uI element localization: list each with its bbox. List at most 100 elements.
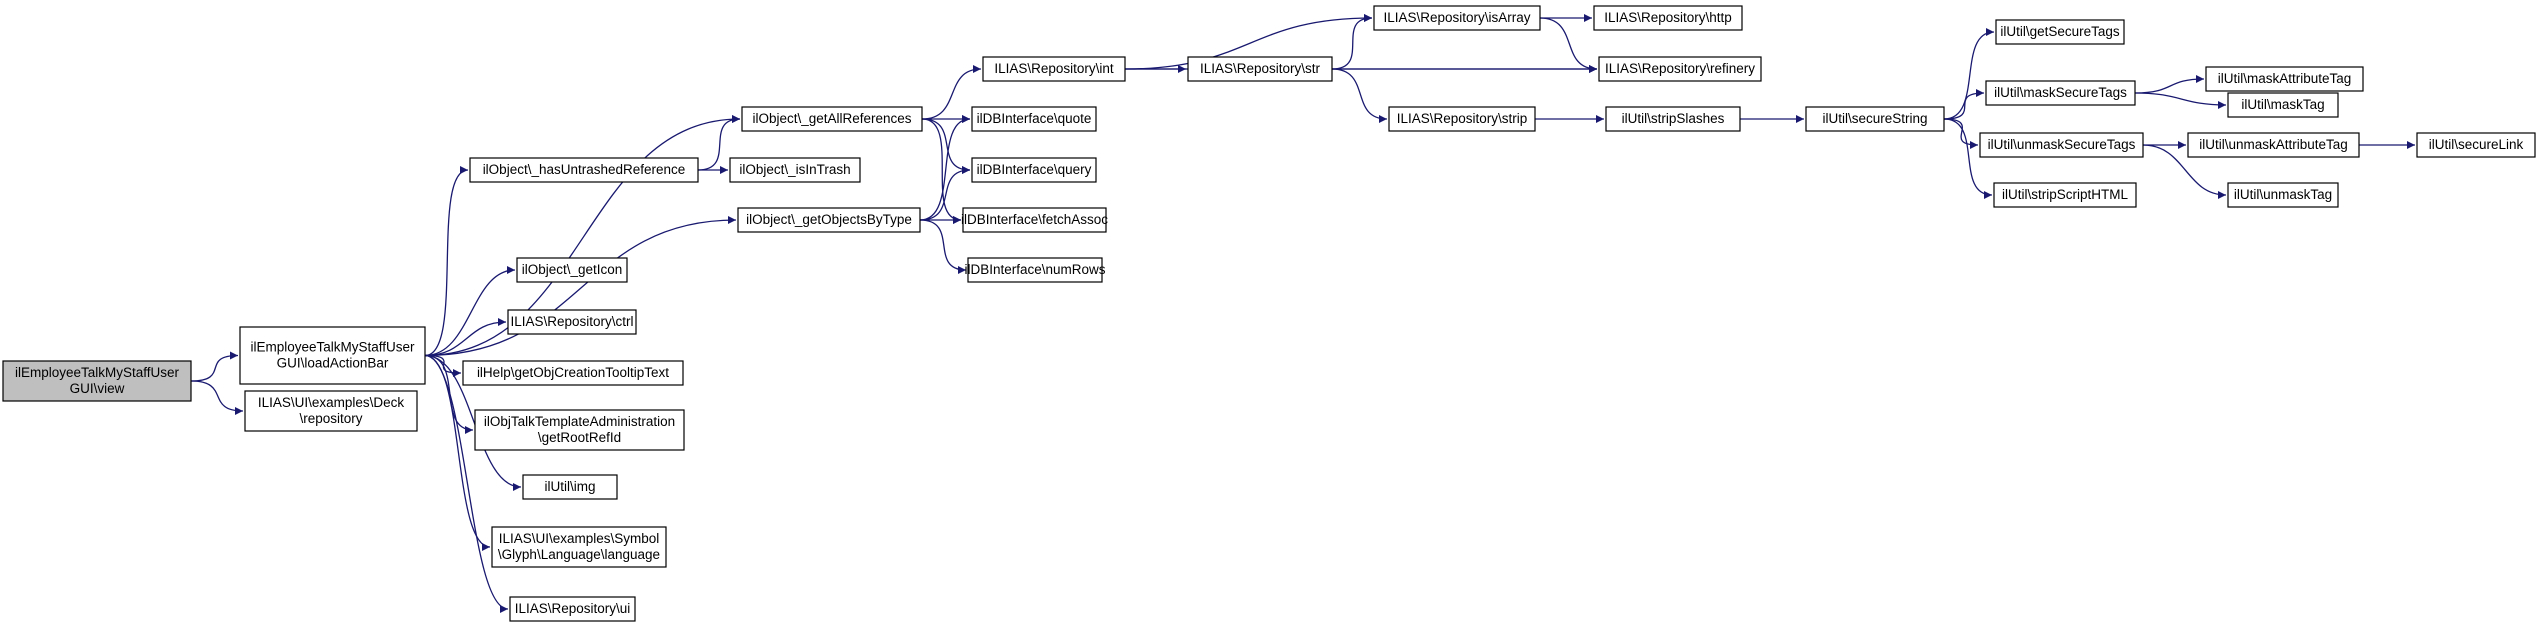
node-label: ilObject\_hasUntrashedReference xyxy=(483,162,686,177)
edge-n1-to-n7 xyxy=(424,318,507,357)
node-label: ilUtil\maskTag xyxy=(2241,97,2324,112)
node-label: ILIAS\Repository\strip xyxy=(1397,111,1528,126)
node-box xyxy=(971,106,1097,132)
node-label: ilObject\_isInTrash xyxy=(739,162,850,177)
graph-node[interactable]: ilObject\_hasUntrashedReference xyxy=(469,157,699,183)
graph-node[interactable]: ilEmployeeTalkMyStaffUserGUI\loadActionB… xyxy=(239,326,426,385)
node-box xyxy=(737,207,921,233)
edge-n5-to-n14 xyxy=(919,115,971,221)
node-label: ILIAS\UI\examples\Deck xyxy=(258,395,405,410)
node-label: ilEmployeeTalkMyStaffUser xyxy=(15,365,180,380)
graph-node[interactable]: ilUtil\stripSlashes xyxy=(1605,106,1741,132)
graph-node[interactable]: ilObjTalkTemplateAdministration\getRootR… xyxy=(474,409,685,451)
node-box xyxy=(971,157,1097,183)
graph-node[interactable]: ILIAS\Repository\int xyxy=(982,56,1126,82)
graph-node[interactable]: ilHelp\getObjCreationTooltipText xyxy=(462,360,684,386)
graph-node[interactable]: ILIAS\Repository\strip xyxy=(1388,106,1536,132)
node-label: ilUtil\unmaskAttributeTag xyxy=(2199,137,2348,152)
node-label: ilObject\_getIcon xyxy=(522,262,623,277)
graph-node[interactable]: ilObject\_isInTrash xyxy=(729,157,861,183)
graph-node[interactable]: ILIAS\Repository\ui xyxy=(509,596,636,622)
graph-node[interactable]: ilUtil\unmaskAttributeTag xyxy=(2187,132,2360,158)
edge-n13-to-n19 xyxy=(1124,14,1373,70)
node-box xyxy=(1985,80,2136,106)
node-box xyxy=(982,56,1126,82)
node-label: \Glyph\Language\language xyxy=(498,547,660,562)
graph-node[interactable]: ilUtil\maskSecureTags xyxy=(1985,80,2136,106)
graph-node[interactable]: ilUtil\unmaskSecureTags xyxy=(1979,132,2144,158)
edge-n1-to-n12 xyxy=(424,354,509,613)
node-box xyxy=(1593,5,1743,31)
node-label: ilUtil\maskSecureTags xyxy=(1994,85,2127,100)
node-box xyxy=(244,390,418,432)
node-label: ILIAS\Repository\http xyxy=(1604,10,1732,25)
node-box xyxy=(967,257,1103,283)
graph-node[interactable]: ILIAS\Repository\http xyxy=(1593,5,1743,31)
node-box xyxy=(2205,66,2364,92)
edge-n0-to-n1 xyxy=(190,351,239,382)
node-label: ilUtil\unmaskSecureTags xyxy=(1988,137,2136,152)
node-box xyxy=(239,326,426,385)
graph-node[interactable]: ilObject\_getAllReferences xyxy=(741,106,923,132)
node-box xyxy=(1805,106,1945,132)
node-box xyxy=(474,409,685,451)
node-label: ilObject\_getObjectsByType xyxy=(746,212,912,227)
node-label: ILIAS\Repository\isArray xyxy=(1383,10,1530,25)
node-label: ILIAS\Repository\ui xyxy=(515,601,631,616)
graph-node[interactable]: ILIAS\Repository\refinery xyxy=(1598,56,1762,82)
edge-n5-to-n15 xyxy=(919,166,971,221)
node-box xyxy=(741,106,923,132)
node-label: ilEmployeeTalkMyStaffUser xyxy=(250,340,415,355)
edge-n27-to-n30 xyxy=(2134,75,2205,94)
node-box xyxy=(1598,56,1762,82)
edge-n27-to-n31 xyxy=(2134,92,2227,109)
node-label: ilUtil\getSecureTags xyxy=(2000,24,2120,39)
graph-node[interactable]: ilDBInterface\fetchAssoc xyxy=(961,207,1108,233)
edge-n3-to-n16 xyxy=(921,118,962,224)
edge-n1-to-n5 xyxy=(424,216,737,357)
graph-node[interactable]: ilUtil\img xyxy=(522,474,618,500)
node-box xyxy=(2227,182,2339,208)
graph-node[interactable]: ilUtil\stripScriptHTML xyxy=(1993,182,2137,208)
graph-node[interactable]: ilObject\_getIcon xyxy=(516,257,628,283)
node-box xyxy=(469,157,699,183)
node-label: ilObjTalkTemplateAdministration xyxy=(484,414,675,429)
edge-n3-to-n13 xyxy=(921,65,982,120)
graph-node[interactable]: ilDBInterface\numRows xyxy=(964,257,1106,283)
node-box xyxy=(1993,182,2137,208)
node-box xyxy=(2187,132,2360,158)
edge-n5-to-n18 xyxy=(919,219,967,274)
node-label: ilHelp\getObjCreationTooltipText xyxy=(477,365,669,380)
node-label: ILIAS\UI\examples\Symbol xyxy=(499,531,660,546)
graph-node[interactable]: ILIAS\Repository\str xyxy=(1187,56,1333,82)
node-box xyxy=(491,526,667,568)
nodes-layer: ilEmployeeTalkMyStaffUserGUI\viewilEmplo… xyxy=(2,5,2536,622)
graph-node[interactable]: ilObject\_getObjectsByType xyxy=(737,207,921,233)
edges-layer xyxy=(190,14,2415,613)
graph-node[interactable]: ILIAS\Repository\ctrl xyxy=(507,309,637,335)
graph-node[interactable]: ilUtil\getSecureTags xyxy=(1995,19,2125,45)
graph-node[interactable]: ilUtil\secureLink xyxy=(2416,132,2536,158)
graph-node[interactable]: ILIAS\UI\examples\Symbol\Glyph\Language\… xyxy=(491,526,667,568)
graph-node[interactable]: ilUtil\unmaskTag xyxy=(2227,182,2339,208)
graph-node[interactable]: ilUtil\maskAttributeTag xyxy=(2205,66,2364,92)
node-label: ilUtil\secureString xyxy=(1822,111,1927,126)
node-box xyxy=(1373,5,1541,31)
edge-n25-to-n29 xyxy=(1943,118,1993,199)
edge-n25-to-n28 xyxy=(1943,118,1979,149)
node-box xyxy=(462,360,684,386)
node-label: ilUtil\stripSlashes xyxy=(1622,111,1725,126)
edge-n25-to-n26 xyxy=(1943,28,1995,120)
graph-node[interactable]: ilDBInterface\quote xyxy=(971,106,1097,132)
graph-node[interactable]: ilUtil\maskTag xyxy=(2227,92,2339,118)
node-label: ilDBInterface\quote xyxy=(977,111,1092,126)
graph-node[interactable]: ilUtil\secureString xyxy=(1805,106,1945,132)
graph-node[interactable]: ILIAS\UI\examples\Deck\repository xyxy=(244,390,418,432)
graph-node[interactable]: ILIAS\Repository\isArray xyxy=(1373,5,1541,31)
edge-n1-to-n10 xyxy=(424,354,522,491)
node-box xyxy=(729,157,861,183)
graph-node[interactable]: ilDBInterface\query xyxy=(971,157,1097,183)
node-box xyxy=(2,360,192,402)
